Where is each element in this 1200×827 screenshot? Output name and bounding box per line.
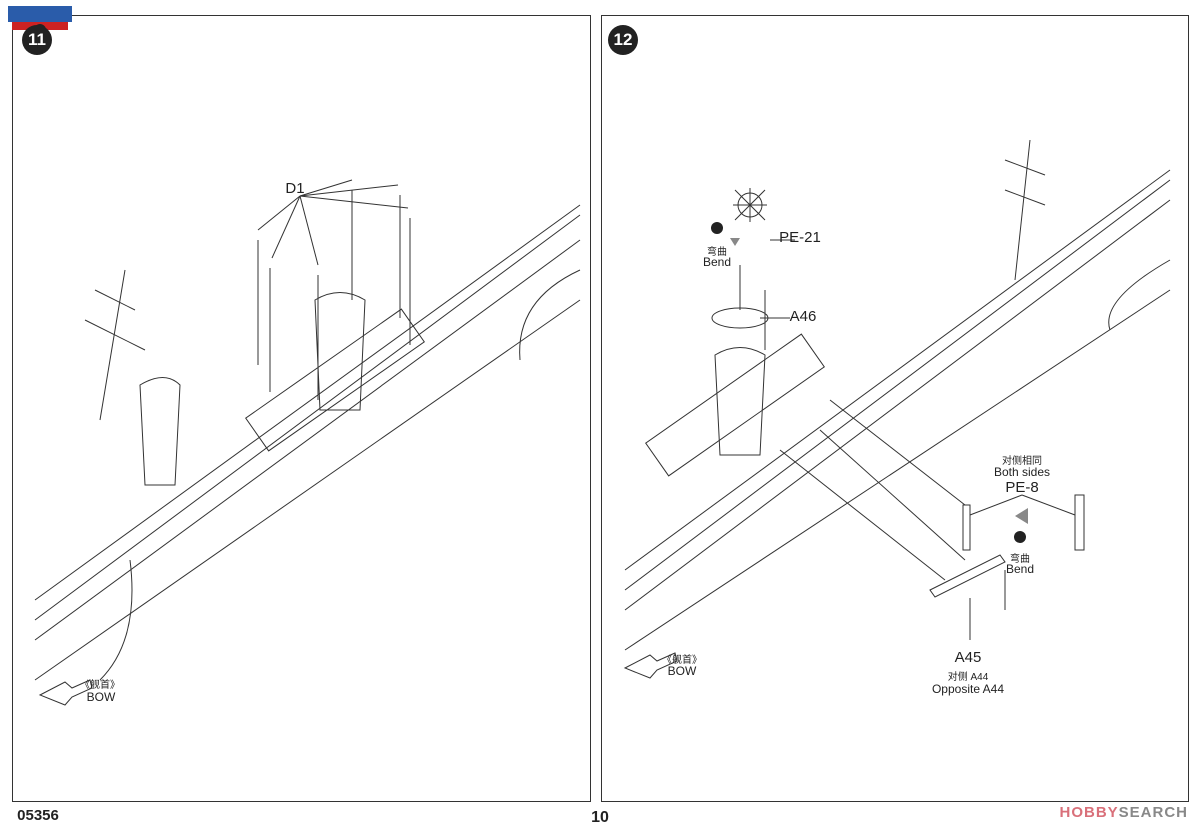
ship-step-12 xyxy=(624,139,1171,651)
pe21-part xyxy=(733,188,767,222)
pe8-ladders xyxy=(962,494,1085,551)
bow-arrows xyxy=(38,652,678,706)
bend-arrow-icons xyxy=(730,238,1028,524)
bend-label: Bend xyxy=(702,255,732,269)
part-label-pe8: PE-8 xyxy=(1005,479,1039,496)
a45-part xyxy=(779,399,1006,640)
part-label-a45: A45 xyxy=(954,649,982,666)
page-number: 10 xyxy=(591,809,609,826)
bow-label: BOW xyxy=(667,664,697,678)
bow-label-cn: 《舰首》 xyxy=(662,655,702,666)
both-sides-label: Both sides xyxy=(993,465,1051,479)
watermark-suffix: SEARCH xyxy=(1118,804,1188,821)
product-code: 05356 xyxy=(17,807,59,824)
opposite-label: Opposite A44 xyxy=(931,682,1005,696)
bow-label: BOW xyxy=(86,690,116,704)
step-12-number: 12 xyxy=(608,25,638,55)
ship-step-11 xyxy=(34,204,581,681)
watermark-prefix: HOBBY xyxy=(1059,804,1119,821)
bend-icon xyxy=(1014,531,1026,543)
hobby-search-watermark: HOBBYSEARCH xyxy=(1059,804,1188,821)
bend-label-cn: 弯曲 xyxy=(1010,554,1030,565)
bow-label-cn: 《舰首》 xyxy=(80,680,120,691)
a46-part xyxy=(711,307,769,329)
part-label-d1: D1 xyxy=(285,180,305,197)
step-12-panel xyxy=(601,15,1189,802)
part-label-a46: A46 xyxy=(789,308,817,325)
d1-leader-lines xyxy=(257,179,411,400)
both-sides-cn: 对侧相同 xyxy=(1002,456,1042,467)
bend-label-cn: 弯曲 xyxy=(707,247,727,258)
part-label-pe21: PE-21 xyxy=(779,229,821,246)
step-11-number: 11 xyxy=(22,25,52,55)
bend-icon xyxy=(711,222,723,234)
opposite-cn: 对侧 A44 xyxy=(947,672,989,683)
step-11-panel xyxy=(12,15,591,802)
bend-label: Bend xyxy=(1005,562,1035,576)
